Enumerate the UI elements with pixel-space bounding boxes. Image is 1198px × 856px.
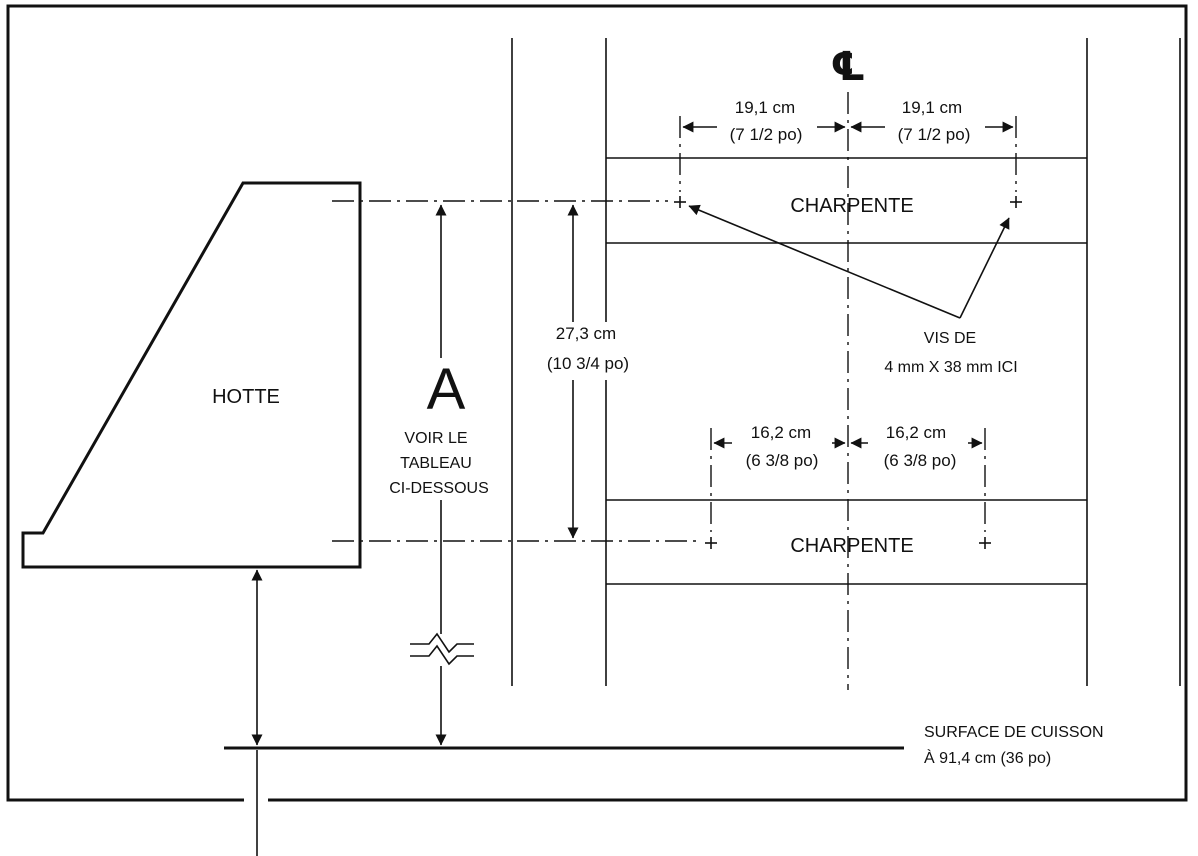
see-table-line-3: CI-DESSOUS xyxy=(389,480,489,497)
see-table-line-2: TABLEAU xyxy=(400,455,472,472)
cooking-surface-label-line-1: SURFACE DE CUISSON xyxy=(924,724,1104,741)
vertical-dimension-metric: 27,3 cm xyxy=(556,324,616,343)
centerline-symbol: ℄ xyxy=(830,45,866,89)
top-right-dimension-imperial: (7 1/2 po) xyxy=(898,125,971,144)
outer-frame xyxy=(6,4,1188,802)
screw-point-bottom-left xyxy=(705,537,717,549)
bottom-left-dimension-metric: 16,2 cm xyxy=(751,423,811,442)
bottom-left-dimension-imperial: (6 3/8 po) xyxy=(746,451,819,470)
see-table-line-1: VOIR LE xyxy=(404,430,467,447)
dimension-a-letter: A xyxy=(427,357,466,422)
vertical-dimension-imperial: (10 3/4 po) xyxy=(547,354,629,373)
top-right-dimension-metric: 19,1 cm xyxy=(902,98,962,117)
hood-outline xyxy=(21,181,362,569)
cooking-surface-label-line-2: À 91,4 cm (36 po) xyxy=(924,748,1051,767)
screw-callout-line-left xyxy=(688,204,961,319)
bottom-right-dimension-metric: 16,2 cm xyxy=(886,423,946,442)
top-left-dimension-imperial: (7 1/2 po) xyxy=(730,125,803,144)
screw-callout-line-right xyxy=(959,217,1010,319)
break-symbol xyxy=(408,632,474,666)
screws-label-line-2: 4 mm X 38 mm ICI xyxy=(884,359,1017,376)
hood-label: HOTTE xyxy=(212,386,280,408)
screw-point-top-left xyxy=(674,196,686,208)
framing-bottom-label: CHARPENTE xyxy=(790,535,913,557)
bottom-right-dimension-imperial: (6 3/8 po) xyxy=(884,451,957,470)
frame-gap xyxy=(244,794,268,806)
screw-point-top-right xyxy=(1010,196,1022,208)
framing-top-label: CHARPENTE xyxy=(790,195,913,217)
screws-label-line-1: VIS DE xyxy=(924,330,976,347)
top-left-dimension-metric: 19,1 cm xyxy=(735,98,795,117)
screw-point-bottom-right xyxy=(979,537,991,549)
